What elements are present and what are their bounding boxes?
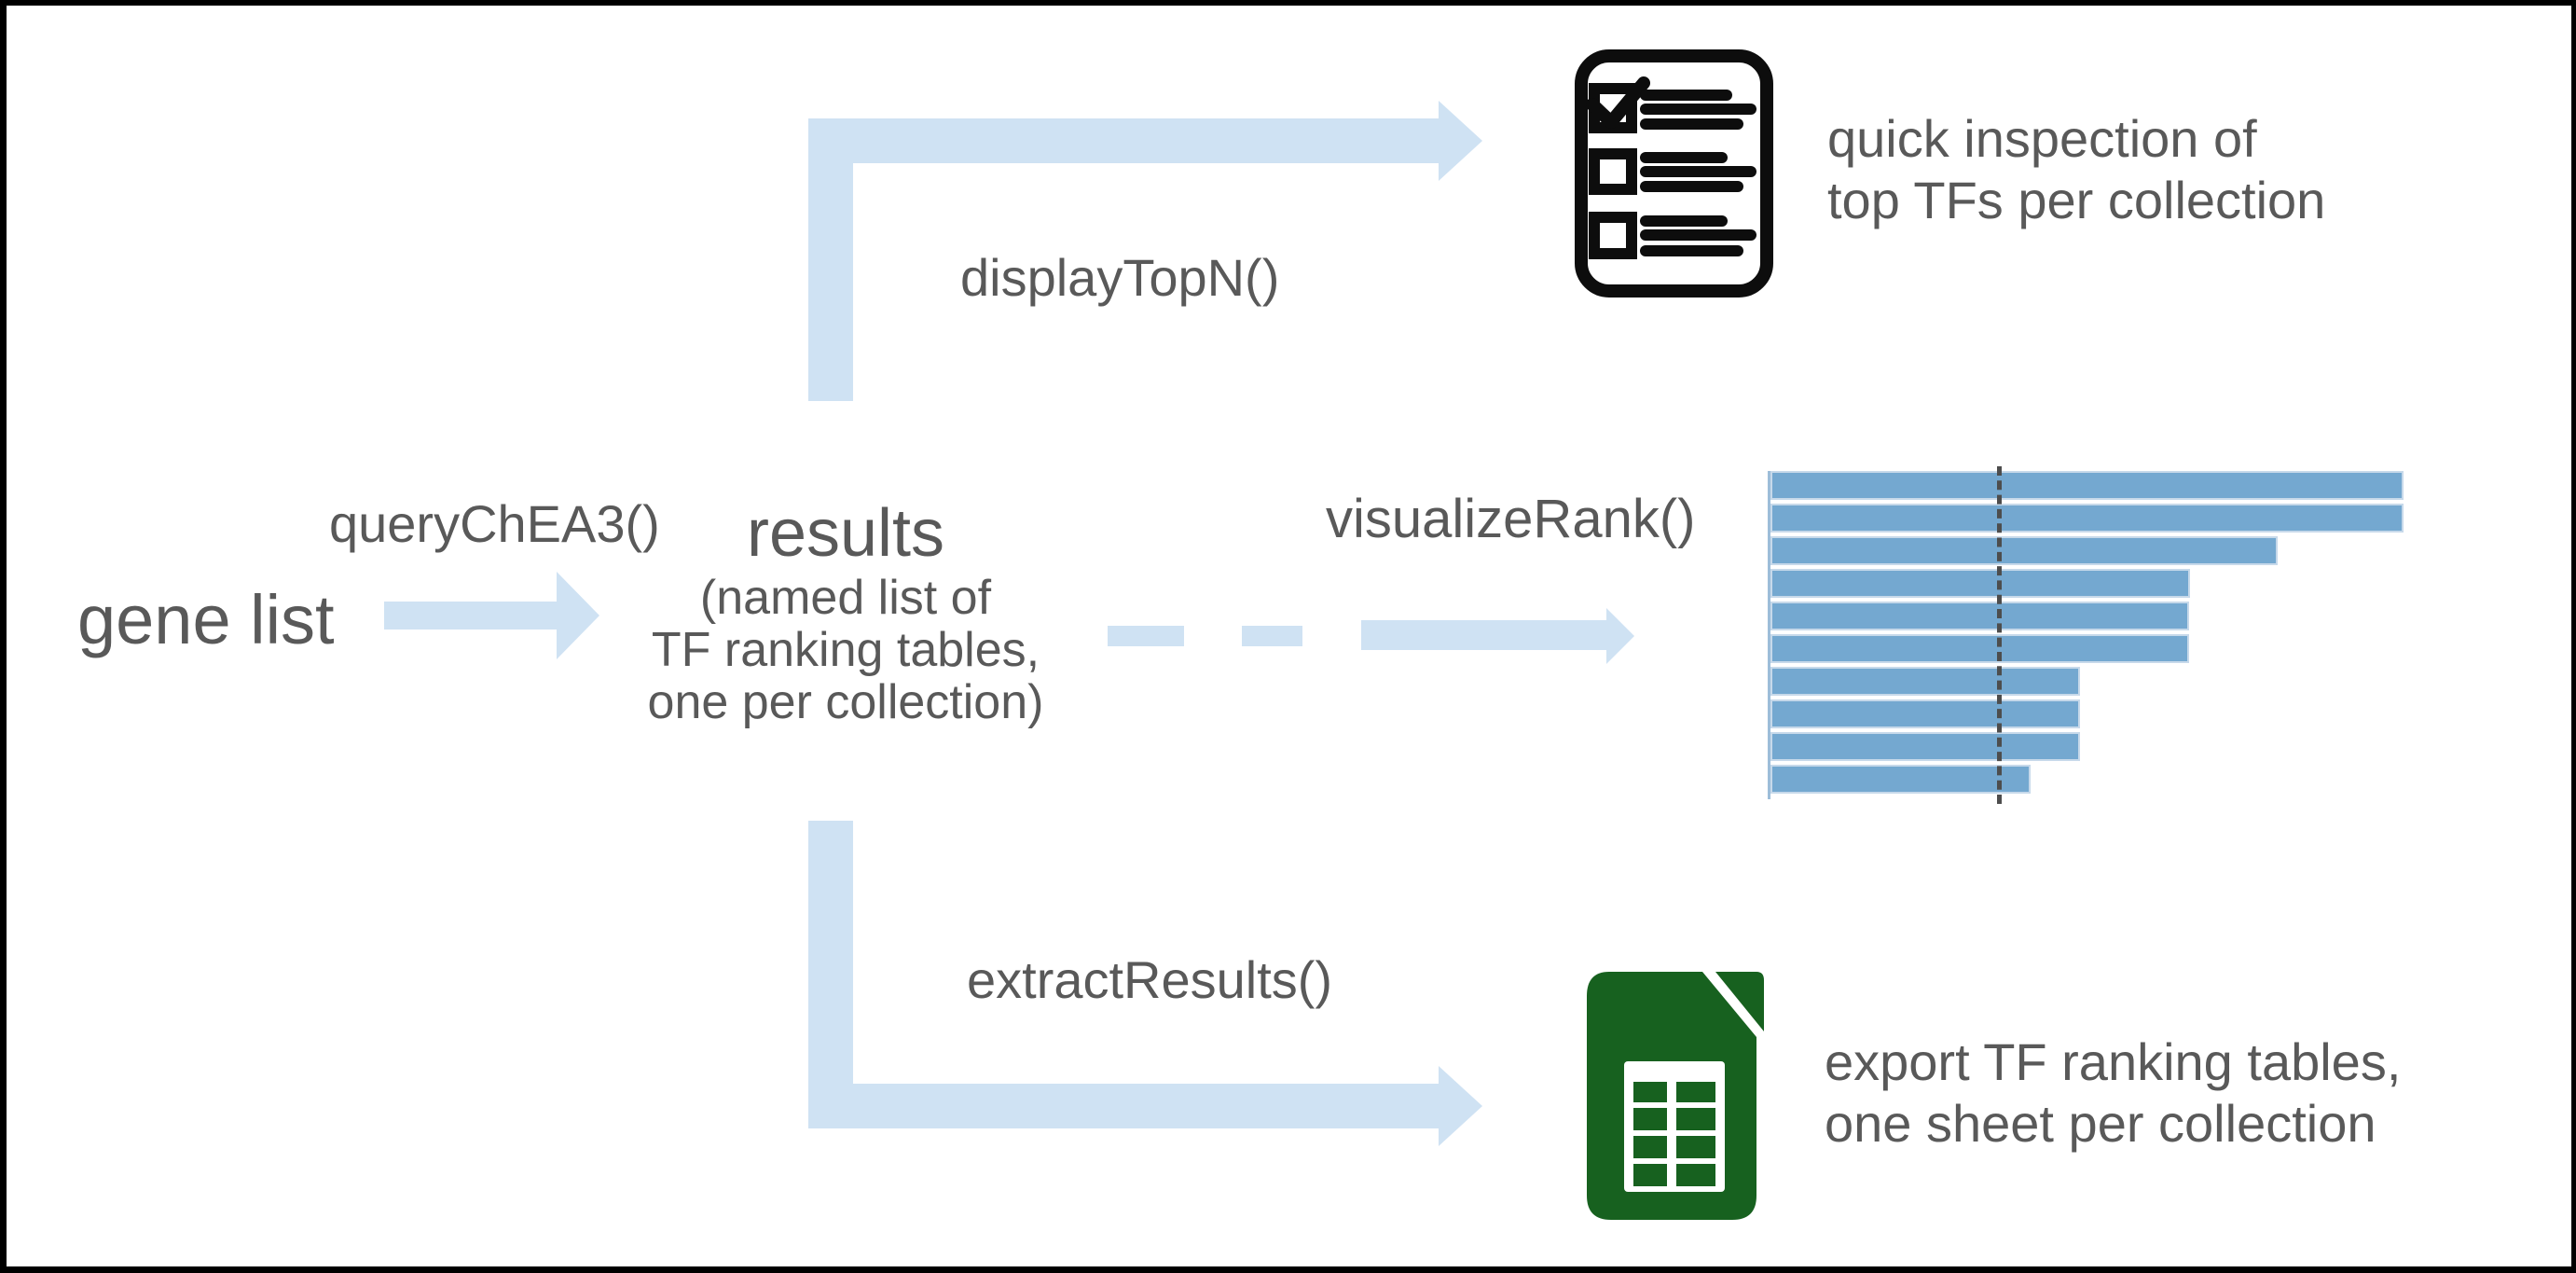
- visualize-arrow-shaft: [1361, 620, 1606, 650]
- results-subtitle-line-1: (named list of: [699, 571, 992, 625]
- query-function-label: queryChEA3(): [329, 494, 660, 553]
- rank-chart-dashed-guide: [1997, 466, 2002, 804]
- query-arrow-shaft: [384, 602, 557, 630]
- rank-bar: [1770, 504, 2404, 533]
- rank-bar: [1770, 536, 2278, 565]
- query-arrow-head: [557, 572, 599, 659]
- display-elbow-vertical: [808, 118, 853, 401]
- rank-bar-chart: [1768, 471, 2414, 799]
- export-caption-line-2: one sheet per collection: [1825, 1094, 2376, 1153]
- results-subtitle-line-3: one per collection): [647, 675, 1044, 729]
- extract-arrow-head: [1439, 1066, 1482, 1146]
- export-caption-line-1: export TF ranking tables,: [1825, 1032, 2402, 1091]
- rank-bar: [1770, 667, 2080, 696]
- extract-results-function-label: extractResults(): [967, 950, 1333, 1009]
- rank-bar: [1770, 765, 2031, 794]
- display-arrow-head: [1439, 101, 1482, 181]
- spreadsheet-file-icon: [1587, 972, 1764, 1220]
- frame-border-top: [0, 0, 2576, 6]
- display-top-n-function-label: displayTopN(): [960, 248, 1280, 307]
- results-title: results: [746, 496, 945, 571]
- display-elbow-horizontal: [808, 118, 1439, 163]
- gene-list-label: gene list: [77, 581, 335, 658]
- rank-chart-axis: [1768, 471, 1770, 799]
- extract-elbow-horizontal: [808, 1084, 1439, 1128]
- results-subtitle-line-2: TF ranking tables,: [651, 623, 1040, 677]
- results-subtitle: (named list of TF ranking tables, one pe…: [594, 572, 1097, 728]
- rank-bar: [1770, 602, 2189, 630]
- visualize-arrow-head: [1606, 608, 1634, 664]
- inspect-caption-line-1: quick inspection of: [1827, 109, 2257, 168]
- results-node: results (named list of TF ranking tables…: [594, 498, 1097, 728]
- visualize-rank-function-label: visualizeRank(): [1326, 489, 1696, 549]
- visualize-arrow-dash-2: [1242, 626, 1302, 646]
- inspect-caption-line-2: top TFs per collection: [1827, 171, 2326, 229]
- rank-bar-chart-bars: [1770, 471, 2414, 794]
- rank-bar: [1770, 732, 2080, 761]
- checklist-document-icon: [1574, 48, 1774, 298]
- inspect-caption: quick inspection of top TFs per collecti…: [1827, 108, 2325, 231]
- rank-bar: [1770, 634, 2189, 663]
- visualize-arrow-dash-1: [1108, 626, 1184, 646]
- frame-border-right: [2571, 0, 2576, 1273]
- extract-elbow-vertical: [808, 821, 853, 1128]
- rank-bar: [1770, 471, 2404, 500]
- rank-bar: [1770, 569, 2190, 598]
- frame-border-left: [0, 0, 7, 1273]
- frame-border-bottom: [0, 1266, 2576, 1273]
- rank-bar: [1770, 699, 2080, 728]
- export-caption: export TF ranking tables, one sheet per …: [1825, 1031, 2401, 1155]
